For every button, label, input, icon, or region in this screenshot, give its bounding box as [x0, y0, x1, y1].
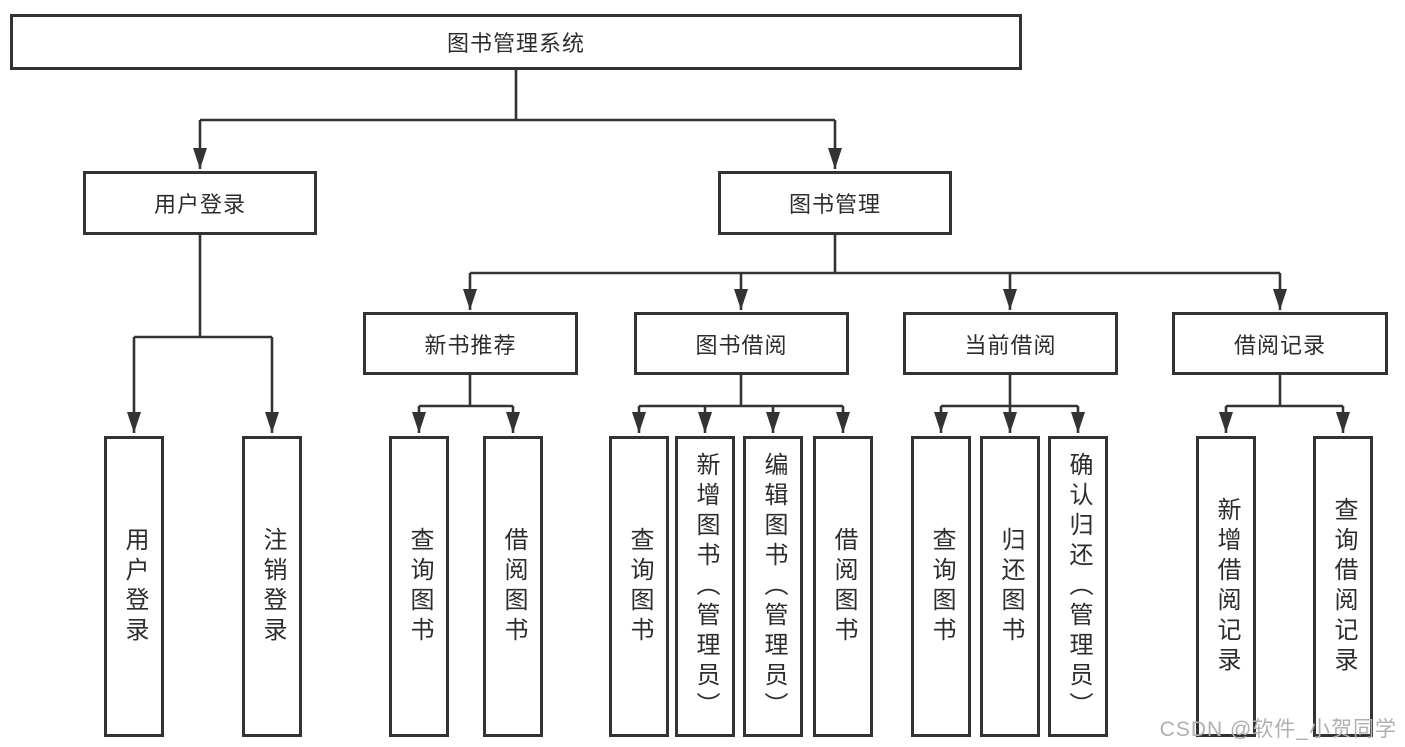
leaf-query-borrow-record: 查询借阅记录	[1313, 436, 1373, 737]
node-new-book-recommend: 新书推荐	[363, 312, 578, 375]
leaf-query-books-borrow: 查询图书	[609, 436, 669, 737]
leaf-confirm-return-admin: 确认归还（管理员）	[1048, 436, 1108, 737]
node-book-management: 图书管理	[718, 171, 952, 235]
leaf-edit-book-admin: 编辑图书（管理员）	[743, 436, 803, 737]
node-current-borrow: 当前借阅	[903, 312, 1118, 375]
leaf-borrow-books-recommend: 借阅图书	[483, 436, 543, 737]
leaf-logout: 注销登录	[242, 436, 302, 737]
node-book-borrow: 图书借阅	[634, 312, 849, 375]
leaf-query-books-recommend: 查询图书	[389, 436, 449, 737]
leaf-add-borrow-record: 新增借阅记录	[1196, 436, 1256, 737]
node-borrow-records: 借阅记录	[1172, 312, 1388, 375]
leaf-add-book-admin: 新增图书（管理员）	[675, 436, 735, 737]
leaf-query-books-current: 查询图书	[911, 436, 971, 737]
leaf-borrow-books: 借阅图书	[813, 436, 873, 737]
node-user-login: 用户登录	[83, 171, 317, 235]
node-root: 图书管理系统	[10, 14, 1022, 70]
leaf-user-login: 用户登录	[104, 436, 164, 737]
leaf-return-book: 归还图书	[980, 436, 1040, 737]
watermark-text: CSDN @软件_小贺同学	[1159, 718, 1397, 741]
